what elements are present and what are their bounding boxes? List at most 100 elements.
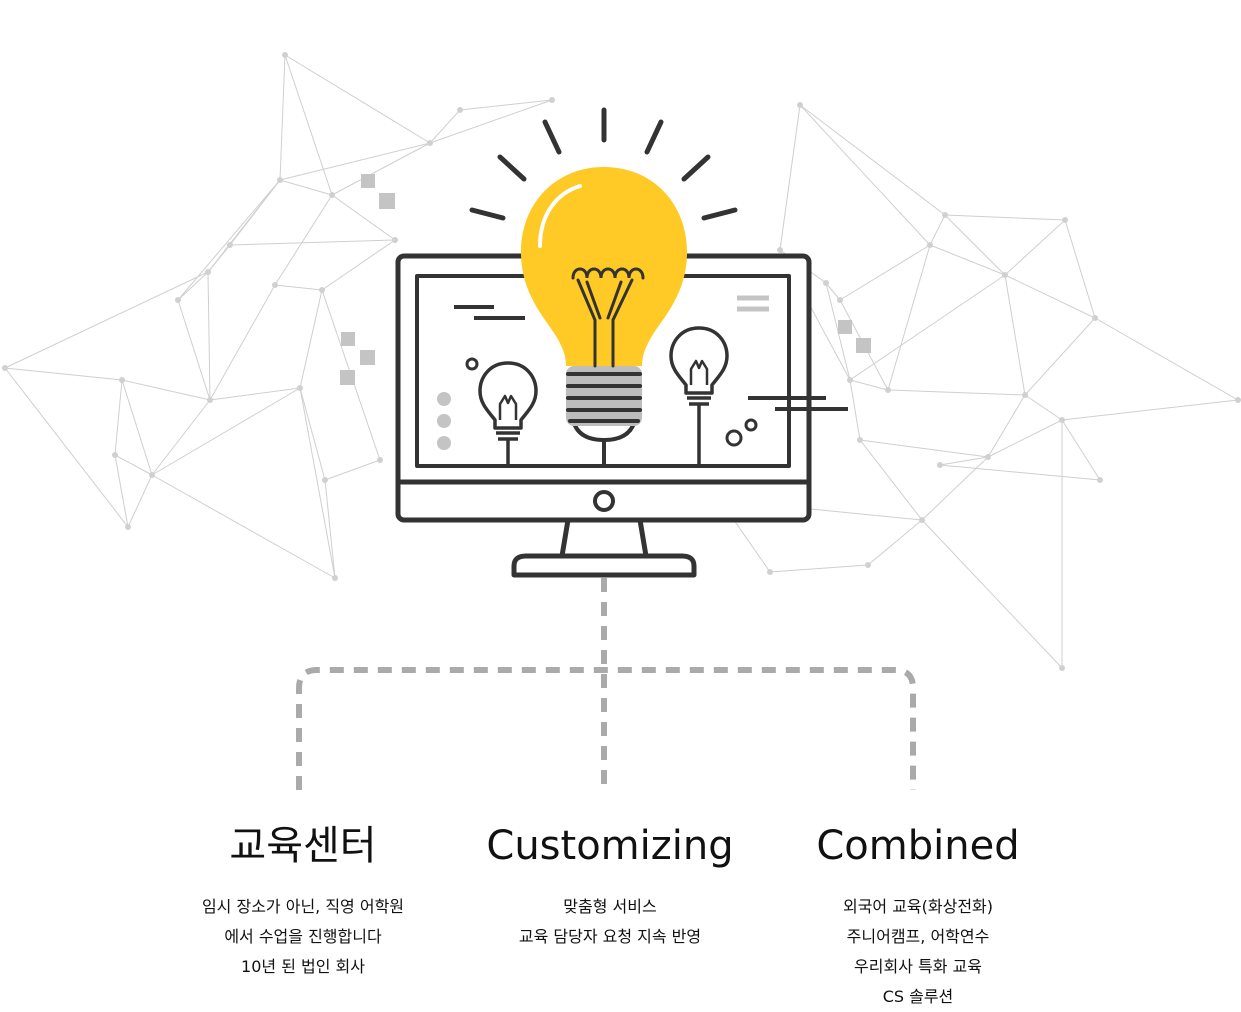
network-edge xyxy=(849,274,1006,381)
network-edge xyxy=(299,387,336,579)
network-node xyxy=(1002,272,1008,278)
network-edge xyxy=(825,282,841,301)
small-bulb-right-icon xyxy=(669,326,729,466)
lightbulb-icon xyxy=(469,107,738,468)
network-node xyxy=(797,102,803,108)
network-edge xyxy=(177,271,209,301)
feature-description: 임시 장소가 아닌, 직영 어학원 에서 수업을 진행합니다 10년 된 법인 … xyxy=(143,892,463,982)
network-edge xyxy=(849,379,861,441)
network-edge xyxy=(1061,399,1239,421)
feature-line: 주니어캠프, 어학연수 xyxy=(846,927,990,946)
feature-line: 에서 수업을 진행합니다 xyxy=(224,927,382,946)
network-edge xyxy=(324,459,381,481)
network-node xyxy=(823,280,829,286)
network-edge xyxy=(324,479,336,579)
network-edge xyxy=(4,367,129,528)
network-edge xyxy=(177,299,211,401)
network-edge xyxy=(299,387,326,481)
network-edge xyxy=(849,379,889,391)
decorative-squares xyxy=(340,174,871,385)
network-node xyxy=(332,575,338,581)
network-edge xyxy=(1061,419,1101,481)
network-edge xyxy=(859,439,989,458)
network-node xyxy=(1092,315,1098,321)
network-node xyxy=(777,247,783,253)
network-node xyxy=(2,365,8,371)
network-edge xyxy=(209,387,301,401)
network-node xyxy=(927,242,933,248)
network-node xyxy=(457,107,463,113)
network-node xyxy=(277,177,283,183)
network-edge xyxy=(1064,219,1096,319)
screen-decorations xyxy=(437,295,848,450)
network-node xyxy=(227,242,233,248)
network-edge xyxy=(921,519,1063,669)
network-edge xyxy=(279,179,333,196)
network-node xyxy=(1059,665,1065,671)
feature-line: 우리회사 특화 교육 xyxy=(854,957,982,976)
network-edge xyxy=(929,244,1006,276)
network-node xyxy=(1235,397,1241,403)
network-node xyxy=(837,297,843,303)
network-edge xyxy=(839,244,931,301)
network-edge xyxy=(987,419,1063,458)
network-edge xyxy=(284,54,431,144)
network-node xyxy=(942,212,948,218)
network-node xyxy=(392,237,398,243)
network-edge xyxy=(1024,394,1063,421)
network-edge xyxy=(229,179,281,246)
network-edge xyxy=(939,464,1101,481)
network-edge xyxy=(1024,317,1096,396)
network-edge xyxy=(429,99,553,144)
network-node xyxy=(297,385,303,391)
network-node xyxy=(175,297,181,303)
network-edge xyxy=(151,399,211,476)
network-edge xyxy=(121,379,153,476)
feature-title: Customizing xyxy=(486,823,734,869)
network-node xyxy=(119,377,125,383)
feature-description: 맞춤형 서비스 교육 담당자 요청 지속 반영 xyxy=(450,892,770,952)
network-node xyxy=(125,524,131,530)
network-node xyxy=(937,462,943,468)
network-edge xyxy=(114,454,129,528)
network-edge xyxy=(1004,219,1066,276)
network-node xyxy=(767,569,773,575)
feature-line: 외국어 교육(화상전화) xyxy=(842,897,994,916)
network-edge xyxy=(1094,317,1239,401)
network-edge xyxy=(207,244,231,273)
network-edge xyxy=(299,289,323,389)
network-edge xyxy=(799,104,946,216)
network-edge xyxy=(887,244,931,391)
network-node xyxy=(329,192,335,198)
network-edge xyxy=(331,142,431,196)
network-edge xyxy=(887,389,1026,396)
network-edge xyxy=(459,99,553,111)
network-edge xyxy=(769,564,869,573)
feature-line: 10년 된 법인 회사 xyxy=(241,957,365,976)
feature-line: 맞춤형 서비스 xyxy=(563,897,657,916)
network-node xyxy=(847,377,853,383)
network-edge xyxy=(274,284,323,291)
network-node xyxy=(377,457,383,463)
network-edge xyxy=(321,239,396,291)
network-node xyxy=(282,52,288,58)
network-node xyxy=(322,477,328,483)
feature-line: CS 솔루션 xyxy=(882,987,954,1006)
network-node xyxy=(857,437,863,443)
network-background xyxy=(4,54,1239,669)
network-edge xyxy=(779,104,801,251)
network-node xyxy=(885,387,891,393)
network-edge xyxy=(929,214,946,246)
network-node xyxy=(149,472,155,478)
network-edge xyxy=(944,214,1006,276)
network-edge xyxy=(4,271,209,369)
network-edge xyxy=(127,474,153,528)
network-edge xyxy=(939,456,989,466)
network-node xyxy=(272,282,278,288)
network-node xyxy=(1022,392,1028,398)
feature-line: 교육 담당자 요청 지속 반영 xyxy=(518,927,702,946)
network-node xyxy=(427,140,433,146)
network-node xyxy=(205,269,211,275)
network-edge xyxy=(151,474,336,579)
